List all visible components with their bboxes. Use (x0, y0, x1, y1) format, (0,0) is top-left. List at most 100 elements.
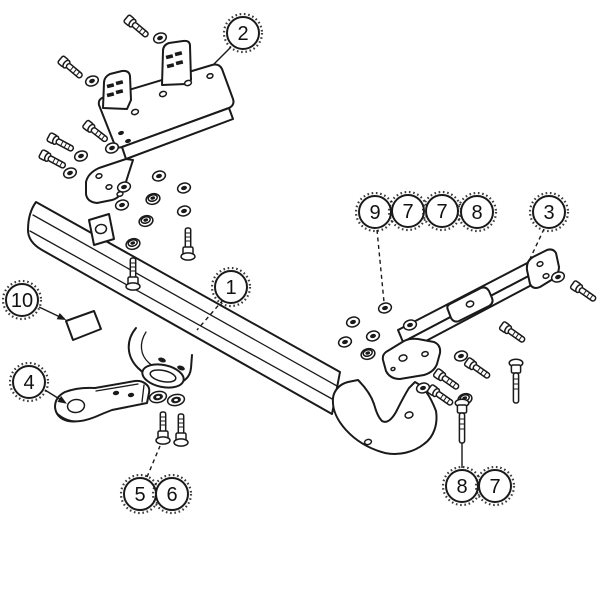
washer-icon (150, 168, 168, 184)
washer-icon (336, 334, 354, 350)
callout-number: 3 (543, 202, 554, 224)
crossbar-edge-lines (29, 214, 338, 401)
receiver-opening (149, 369, 177, 383)
callout-number: 7 (436, 201, 447, 223)
receiver-slot (158, 357, 166, 363)
callout-number: 4 (23, 372, 34, 394)
washerdark-icon (147, 389, 169, 405)
bolt-icon (155, 411, 171, 445)
washer-icon (344, 314, 362, 330)
part-main-crossbar (27, 201, 438, 455)
callout-leader-4 (44, 389, 62, 401)
callout-4[interactable]: 4 (8, 361, 50, 403)
bracket-foot (85, 158, 134, 204)
web-bolt-hole (118, 130, 124, 136)
bracket-left-plate (381, 337, 442, 380)
flange-slot (115, 89, 124, 95)
end-plate-hole (363, 438, 373, 446)
callout-9[interactable]: 9 (354, 191, 396, 233)
flange-slot (115, 80, 124, 86)
foot-hole (95, 172, 103, 180)
nut-icon (359, 346, 377, 362)
callout-number: 7 (489, 476, 500, 498)
tongue-hole (112, 390, 120, 396)
part-tongue (54, 379, 151, 423)
receiver-slot (177, 365, 185, 371)
callout-number: 8 (456, 476, 467, 498)
callout-number: 6 (166, 484, 177, 506)
bolt-icon (463, 356, 493, 382)
bracket-left-flange (102, 69, 132, 110)
label-plate (65, 310, 102, 341)
callout-number: 2 (237, 23, 248, 45)
washer-icon (151, 30, 169, 46)
web-hole (130, 108, 140, 116)
bolt-icon (122, 13, 152, 40)
tab-hole (94, 223, 108, 235)
callout-number: 5 (134, 484, 145, 506)
bolt-icon (173, 413, 189, 447)
part-label-plate (65, 310, 102, 341)
callout-3[interactable]: 3 (528, 191, 570, 233)
washer-icon (376, 300, 394, 316)
callout-8[interactable]: 8 (456, 191, 498, 233)
bolt-icon (180, 227, 196, 261)
callout-number: 10 (11, 290, 33, 312)
flange-slot (166, 63, 175, 69)
leader-arrowhead (56, 312, 67, 321)
callout-7[interactable]: 7 (421, 190, 463, 232)
end-hole (536, 260, 544, 268)
callout-1[interactable]: 1 (210, 266, 252, 308)
flange-slot (175, 60, 184, 66)
leaders-layer (38, 46, 545, 478)
web-hole (183, 79, 193, 87)
web-hole (206, 72, 214, 80)
callout-6[interactable]: 6 (151, 473, 193, 515)
washer-icon (113, 197, 131, 213)
callout-2[interactable]: 2 (222, 12, 264, 54)
web-bolt-hole (125, 138, 131, 144)
callout-8[interactable]: 8 (441, 465, 483, 507)
washerdark-icon (165, 392, 187, 408)
callout-leader-3 (528, 228, 545, 262)
callout-leader-1 (196, 299, 224, 331)
callout-leader-2 (212, 46, 232, 66)
nut-icon (137, 213, 155, 229)
plate-hole (390, 366, 396, 372)
part-receiver-bracket (127, 327, 193, 389)
end-hole (542, 272, 550, 280)
callout-5[interactable]: 5 (119, 473, 161, 515)
bolt-icon (498, 320, 528, 346)
bolt-icon (569, 279, 599, 305)
callout-7[interactable]: 7 (474, 465, 516, 507)
crossbar-end-plate (331, 379, 438, 455)
callout-10[interactable]: 10 (1, 279, 43, 321)
plate-hole (398, 354, 408, 362)
washer-icon (72, 148, 90, 164)
bolt-icon (454, 398, 470, 444)
flange-slot (165, 54, 174, 60)
part-top-bracket (85, 39, 235, 204)
callout-number: 8 (471, 202, 482, 224)
callout-number: 9 (369, 202, 380, 224)
callout-7[interactable]: 7 (387, 190, 429, 232)
tongue-body (54, 379, 151, 423)
callout-leader-10 (38, 306, 61, 318)
leader-arrowhead (57, 395, 67, 404)
washer-icon (175, 180, 193, 196)
web-hole (158, 90, 168, 98)
callout-number: 1 (225, 277, 236, 299)
towball-hole (66, 398, 86, 414)
bolt-icon (45, 131, 76, 155)
flange-slot (106, 92, 115, 98)
callout-number: 7 (402, 201, 413, 223)
callout-leader-5 (146, 445, 161, 478)
washer-icon (364, 328, 382, 344)
bolt-icon (37, 148, 68, 172)
foot-hole (116, 190, 124, 198)
callout-leader-9 (376, 229, 385, 303)
nut-icon (144, 191, 162, 207)
